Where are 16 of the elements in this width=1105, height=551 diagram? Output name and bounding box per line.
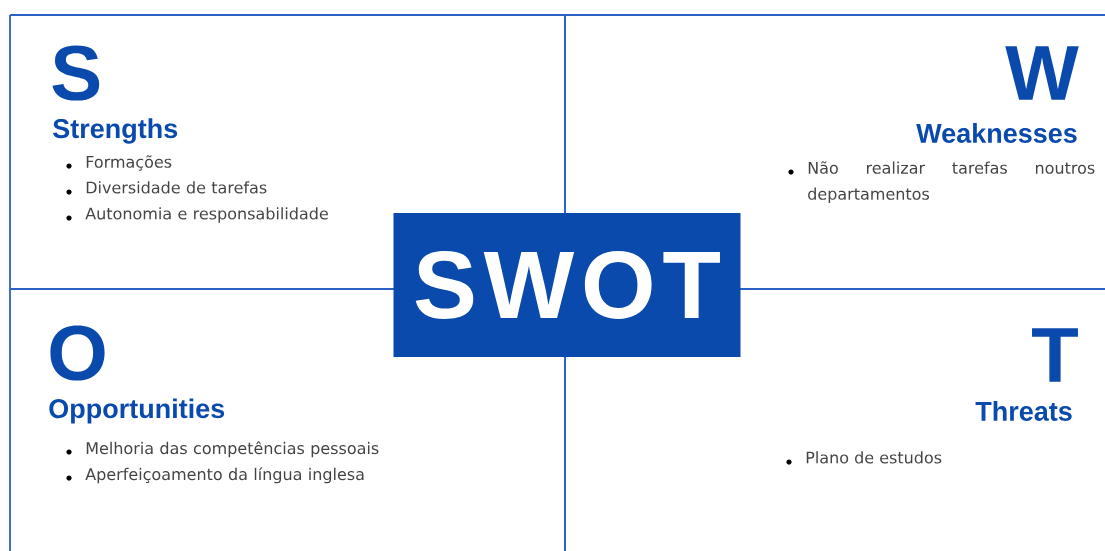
- quadrant-heading: Opportunities: [49, 398, 225, 424]
- bullet-item: Aperfeiçoamento da língua inglesa: [66, 467, 364, 484]
- quadrant-letter: O: [50, 325, 105, 381]
- bullet-item: Autonomia e responsabilidade: [66, 207, 328, 223]
- quadrant-heading: Strengths: [53, 118, 178, 144]
- quadrant-letter: S: [52, 45, 100, 101]
- bullet-item: Melhoria das competências pessoais: [66, 441, 379, 458]
- quadrant-letter: T: [1032, 328, 1078, 382]
- quadrant-heading: Weaknesses: [916, 123, 1077, 143]
- bullet-item: Não realizar tarefas noutros departamentos: [788, 161, 1095, 203]
- bullet-item: Diversidade de tarefas: [66, 181, 267, 195]
- title-box: SWOT: [393, 213, 741, 357]
- quadrant-heading: Threats: [975, 401, 1072, 421]
- quadrant-letter: W: [1005, 46, 1079, 100]
- bullet-item: Formações: [66, 155, 172, 171]
- bullet-item: Plano de estudos: [786, 451, 942, 465]
